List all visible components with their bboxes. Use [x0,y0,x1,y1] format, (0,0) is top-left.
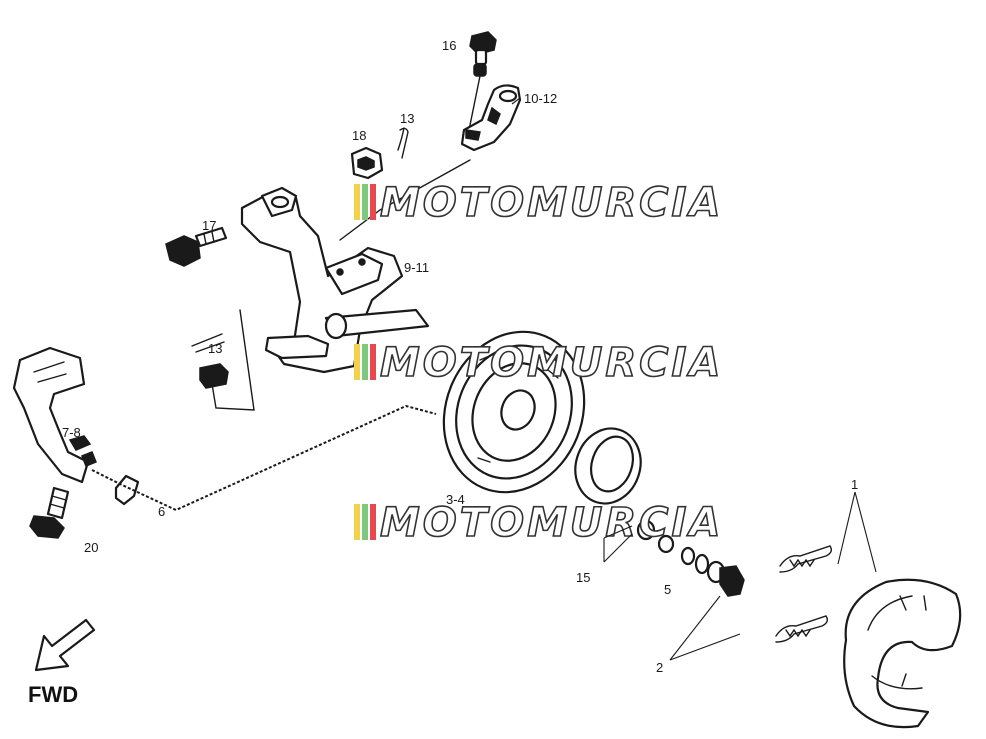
fwd-label: FWD [28,682,78,707]
svg-text:MOTOMURCIA: MOTOMURCIA [380,340,723,386]
label-part-2: 2 [656,660,663,675]
label-part-7-8: 7-8 [62,425,81,440]
part-1-brake-shoes [775,545,962,729]
label-part-3-4: 3-4 [446,492,465,507]
part-15-washers [636,519,675,554]
label-part-13-upper: 13 [400,111,414,126]
part-13-clip-lower [191,309,255,411]
label-part-20: 20 [84,540,98,555]
label-part-17: 17 [202,218,216,233]
seal-ring [574,427,642,505]
part-5-spacer [680,546,745,597]
part-3-4-brake-drum [442,330,586,494]
watermark-bottom: MOTOMURCIA [354,499,723,547]
svg-text:MOTOMURCIA: MOTOMURCIA [380,500,723,546]
part-16-bolt [469,31,497,77]
part-18-nut [350,146,384,180]
watermark-top: MOTOMURCIA [354,179,723,227]
label-part-15: 15 [576,570,590,585]
linkage-rod [339,159,471,241]
label-part-5: 5 [664,582,671,597]
label-part-18: 18 [352,128,366,143]
part-20-bolt [29,486,70,539]
leader-lines [511,97,877,661]
watermark-middle: MOTOMURCIA [354,339,723,387]
part-7-8-brake-pedal [12,346,97,484]
part-17-bolt [165,226,228,267]
label-part-13-lower: 13 [208,341,222,356]
part-9-11-brake-arm [240,186,404,374]
arrow-down-left-icon [34,618,96,672]
part-16-rod [467,75,481,136]
label-part-16: 16 [442,38,456,53]
svg-text:MOTOMURCIA: MOTOMURCIA [380,180,723,226]
label-part-9-11: 9-11 [404,260,429,275]
part-6-brake-rod [91,404,437,512]
label-part-6: 6 [158,504,165,519]
part-13-pin-upper [397,127,409,159]
part-10-12-arm [460,84,522,152]
label-part-10-12: 10-12 [524,91,557,106]
axle-shaft [324,308,430,340]
label-part-1: 1 [851,477,858,492]
